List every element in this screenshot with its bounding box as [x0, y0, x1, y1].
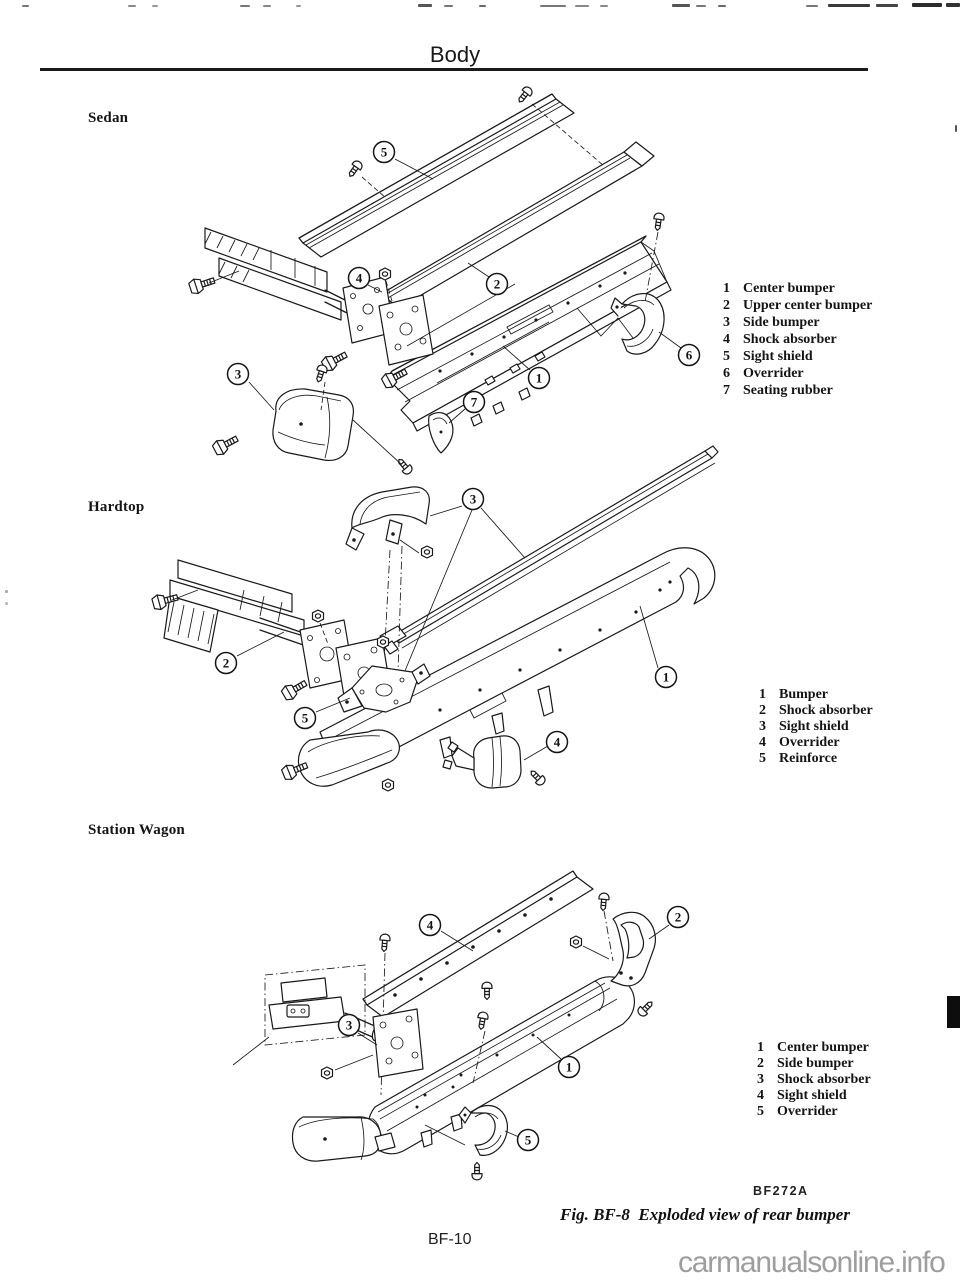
callout-1: 1: [654, 665, 678, 689]
callout-2: 2: [485, 272, 509, 296]
callout-6: 6: [677, 343, 701, 367]
exploded-diagram-hardtop: 3 2 5 4 1: [150, 445, 719, 792]
svg-text:2: 2: [494, 277, 501, 292]
page-title: Body: [429, 42, 481, 67]
svg-text:5: 5: [525, 1133, 532, 1148]
callout-2: 2: [666, 905, 690, 929]
callout-3: 3: [337, 1013, 361, 1037]
section-label-wagon: Station Wagon: [88, 822, 185, 838]
figure-code: BF272A: [753, 1184, 809, 1198]
page-number: BF-10: [428, 1231, 472, 1248]
callout-4: 4: [545, 730, 569, 754]
svg-text:2: 2: [223, 656, 230, 671]
callout-layer: 4 2 3 1 5: [337, 905, 690, 1152]
exploded-diagram-sedan: 5 2 4 3 1 7 6: [187, 84, 701, 477]
callout-1: 1: [557, 1055, 581, 1079]
callout-2: 2: [214, 651, 238, 675]
section-label-hardtop: Hardtop: [88, 499, 145, 515]
svg-text:5: 5: [381, 145, 388, 160]
svg-text:4: 4: [427, 918, 434, 933]
callout-5: 5: [293, 706, 317, 730]
callout-3: 3: [226, 362, 250, 386]
callout-5: 5: [372, 140, 396, 164]
callout-4: 4: [418, 913, 442, 937]
header-rule: [40, 68, 868, 71]
exploded-diagram-wagon: 4 2 3 1 5: [232, 870, 690, 1181]
callout-3: 3: [461, 487, 485, 511]
watermark: carmanualsonline.info: [678, 1246, 946, 1279]
svg-text:6: 6: [686, 348, 693, 363]
section-edge-tab: [947, 996, 960, 1028]
section-label-sedan: Sedan: [88, 110, 129, 126]
callout-layer: 3 2 5 4 1: [214, 487, 678, 754]
figure-caption: Fig. BF-8 Exploded view of rear bumper: [560, 1205, 850, 1224]
svg-text:3: 3: [346, 1018, 353, 1033]
callout-7: 7: [462, 390, 486, 414]
svg-text:2: 2: [675, 910, 682, 925]
svg-text:4: 4: [356, 271, 363, 286]
svg-text:4: 4: [554, 735, 561, 750]
svg-text:1: 1: [536, 371, 543, 386]
svg-text:7: 7: [471, 395, 478, 410]
svg-text:1: 1: [663, 670, 670, 685]
callout-1: 1: [527, 366, 551, 390]
svg-text:1: 1: [566, 1060, 573, 1075]
callout-layer: 5 2 4 3 1 7 6: [226, 140, 701, 414]
svg-text:3: 3: [470, 492, 477, 507]
callout-4: 4: [347, 266, 371, 290]
svg-text:3: 3: [235, 367, 242, 382]
svg-text:5: 5: [302, 711, 309, 726]
callout-5: 5: [516, 1128, 540, 1152]
